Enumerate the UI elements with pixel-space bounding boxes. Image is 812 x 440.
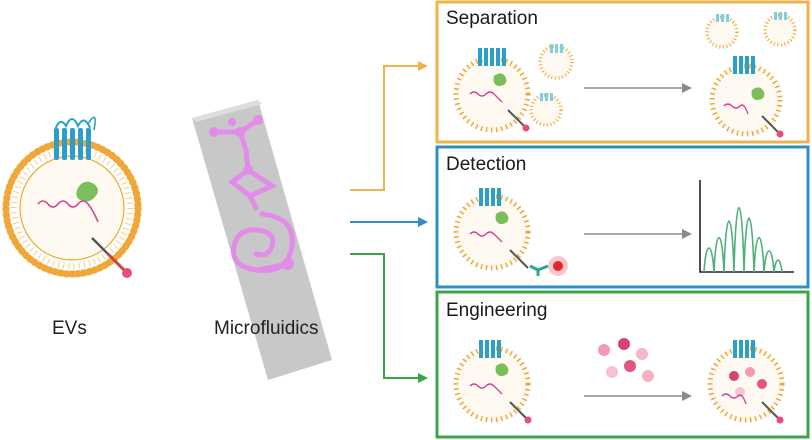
membrane-protein-icon	[54, 116, 96, 160]
detection-panel	[435, 145, 810, 289]
evs-label: EVs	[52, 318, 87, 339]
isolated-ev-icon	[709, 56, 784, 138]
separation-title: Separation	[446, 8, 538, 29]
detection-title: Detection	[446, 154, 527, 175]
microfluidics-label: Microfluidics	[214, 318, 319, 339]
branch-arrow-icon	[350, 61, 428, 383]
engineering-title: Engineering	[446, 300, 548, 321]
ev-vesicle-icon	[2, 116, 142, 278]
process-arrow-icon	[584, 229, 692, 239]
nanoparticle-cargo-icon	[598, 338, 654, 382]
detection-ev-icon	[453, 188, 531, 271]
loaded-ev-icon	[707, 340, 785, 424]
spectrum-peaks-icon	[699, 180, 794, 273]
microfluidic-chip-icon	[192, 100, 332, 380]
process-arrow-icon	[584, 83, 692, 93]
engineering-ev-icon	[453, 340, 532, 424]
signal-dot-icon	[553, 261, 563, 271]
separation-panel	[435, 0, 810, 144]
small-ev-icon	[529, 12, 797, 127]
rna-strand-icon	[37, 200, 99, 223]
engineering-panel	[435, 290, 810, 439]
antibody-probe-icon	[529, 256, 568, 276]
marker-ball-icon	[122, 268, 132, 278]
protein-cargo-icon	[76, 181, 98, 202]
process-arrow-icon	[584, 391, 692, 401]
separation-ev-icon	[453, 48, 531, 133]
